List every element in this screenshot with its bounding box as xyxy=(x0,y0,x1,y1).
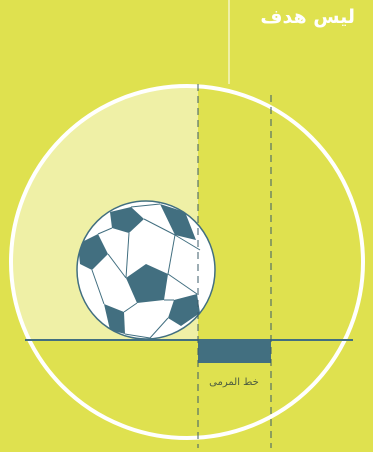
goal-line-label: خط المرمى xyxy=(209,377,259,388)
goal-line-marker xyxy=(198,340,271,363)
soccer-ball-icon xyxy=(77,201,215,339)
page-title: ليس هدف xyxy=(260,6,355,28)
